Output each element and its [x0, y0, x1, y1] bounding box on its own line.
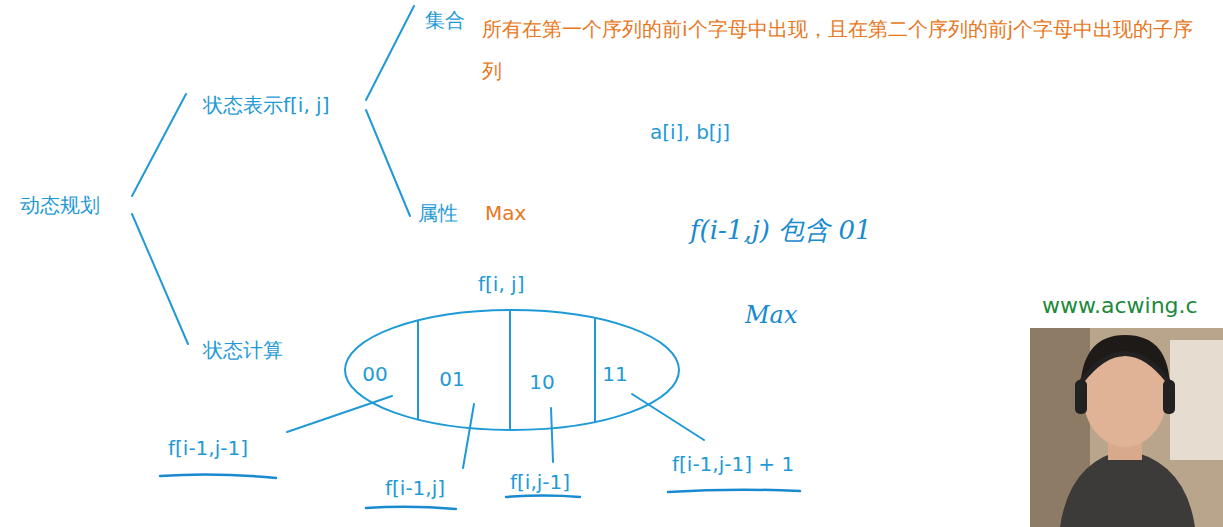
underline-stroke: [506, 496, 580, 498]
node-text: 11: [600, 362, 630, 386]
node-text: 01: [437, 367, 467, 391]
section-divider: [509, 310, 511, 430]
definition-text: 所有在第一个序列的前i个字母中出现，且在第二个序列的前j个字母中出现的子序列: [482, 8, 1202, 92]
node-text: f[i, j]: [478, 272, 524, 296]
tree-branch: [132, 94, 186, 196]
node-text: 00: [360, 362, 390, 386]
branch-label: 属性: [418, 201, 458, 225]
property-value: Max: [485, 201, 526, 225]
tree-branch: [366, 6, 414, 100]
branch-label: 状态计算: [203, 338, 283, 362]
section-divider: [594, 318, 596, 422]
ellipse-section: 10: [527, 370, 557, 396]
leader-line: [463, 404, 474, 468]
leader-line: [287, 396, 392, 432]
leader-line: [551, 408, 553, 462]
leader-line: [632, 394, 704, 440]
section-divider: [417, 320, 419, 419]
ellipse-section: 00: [360, 362, 390, 388]
formula-label: f[i-1,j-1] + 1: [672, 452, 794, 476]
underline-stroke: [668, 490, 800, 492]
handwritten-note: Max: [745, 300, 797, 330]
formula-label: f[i-1,j-1]: [168, 436, 248, 460]
underline-stroke: [366, 507, 456, 509]
underline-stroke: [160, 474, 276, 478]
tree-branch: [132, 214, 188, 344]
note-text: a[i], b[j]: [650, 120, 730, 144]
root-label: 动态规划: [20, 193, 100, 217]
ellipse-outline: [345, 310, 679, 430]
formula-label: f[i-1,j]: [385, 476, 445, 500]
formula-label: f[i,j-1]: [510, 470, 570, 494]
split-ellipse: f[i, j] 00 01 10 11: [340, 270, 685, 438]
tree-branch: [366, 110, 410, 216]
webcam-image: [1030, 328, 1223, 527]
ellipse-section: 11: [600, 362, 630, 388]
ellipse-section: 01: [437, 367, 467, 393]
node-text: 10: [527, 370, 557, 394]
branch-label: 集合: [425, 8, 465, 32]
watermark: www.acwing.c: [1042, 292, 1198, 320]
handwritten-note: f(i-1,j) 包含 01: [690, 214, 872, 246]
branch-label: 状态表示f[i, j]: [203, 93, 329, 117]
